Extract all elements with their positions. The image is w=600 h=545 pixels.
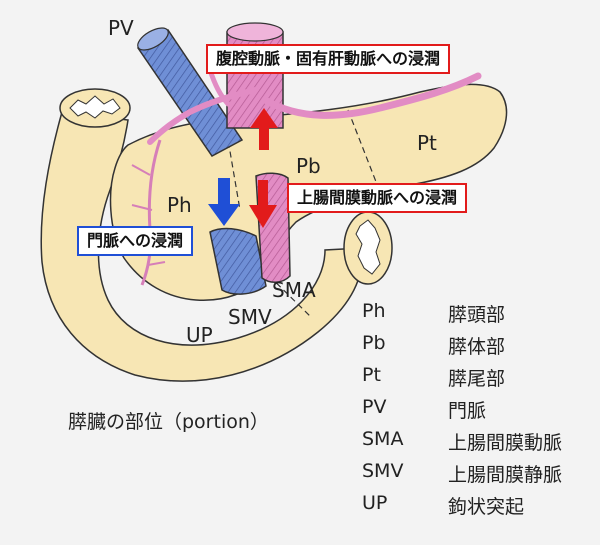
- arrow-portal-invasion: [208, 178, 240, 226]
- artery-branch-3: [131, 164, 166, 266]
- legend-abbr: UP: [362, 492, 388, 514]
- figure-caption: 膵臓の部位（portion）: [68, 411, 269, 433]
- arrow-celiac-invasion: [250, 108, 278, 150]
- label-pt: Pt: [417, 131, 437, 155]
- label-up: UP: [186, 323, 213, 347]
- legend-desc: 鉤状突起: [448, 496, 525, 518]
- splenic-artery: [261, 72, 482, 119]
- smv-vessel: [209, 227, 267, 295]
- legend-desc: 上腸間膜動脈: [448, 432, 563, 454]
- label-smv: SMV: [228, 305, 272, 329]
- label-pb: Pb: [296, 154, 321, 178]
- legend-desc: 膵体部: [448, 336, 506, 358]
- label-pv: PV: [108, 16, 134, 40]
- legend-desc: 門脈: [448, 400, 487, 422]
- duodenum-upper-lumen: [69, 95, 121, 119]
- legend-desc: 上腸間膜静脈: [448, 464, 563, 486]
- label-sma: SMA: [272, 278, 316, 302]
- label-ph: Ph: [167, 193, 192, 217]
- duodenum-lower-lumen: [355, 219, 381, 275]
- hepatic-artery: [147, 87, 258, 145]
- pb-pt-boundary: [347, 109, 381, 193]
- legend-abbr: SMV: [362, 460, 404, 482]
- portal-vein-cut: [137, 27, 169, 51]
- legend-abbr: SMA: [362, 428, 404, 450]
- callout-celiac-invasion: 腹腔動脈・固有肝動脈への浸潤: [206, 44, 451, 74]
- callout-sma-invasion: 上腸間膜動脈への浸潤: [287, 183, 468, 213]
- legend-desc: 膵頭部: [448, 304, 506, 326]
- arrow-sma-invasion: [249, 180, 277, 228]
- legend-abbr: Pb: [362, 332, 386, 354]
- callout-portal-invasion: 門脈への浸潤: [77, 226, 194, 256]
- legend-abbr: PV: [362, 396, 387, 418]
- legend-desc: 膵尾部: [448, 368, 506, 390]
- celiac-artery-cut: [226, 22, 284, 42]
- legend-abbr: Pt: [362, 364, 381, 386]
- legend-abbr: Ph: [362, 300, 386, 322]
